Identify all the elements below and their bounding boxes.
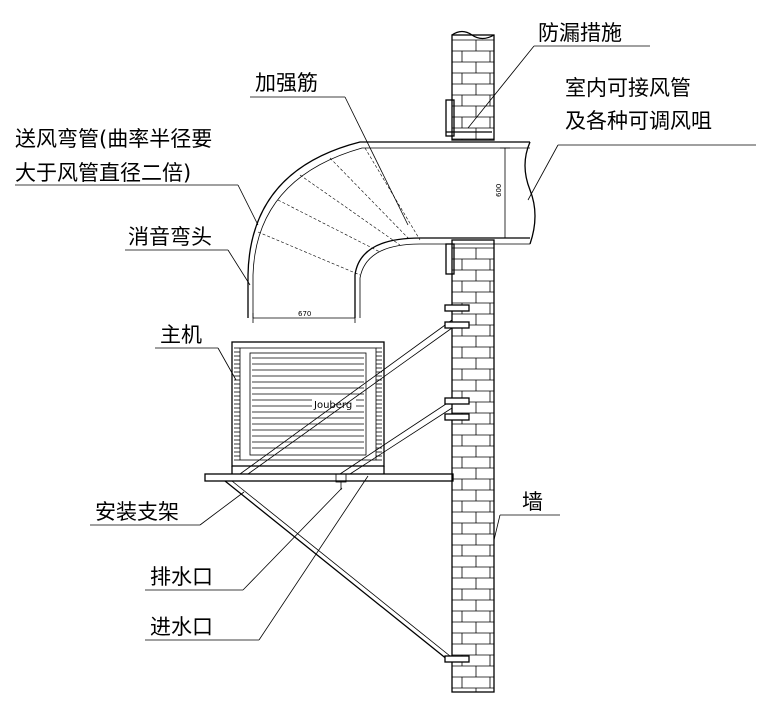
wall-anchor-bolt	[444, 655, 470, 663]
wall-anchor-bolt	[444, 304, 470, 312]
label-inlet: 进水口	[150, 615, 213, 639]
label-indoor-duct-line2: 及各种可调风咀	[565, 109, 712, 133]
label-rib: 加强筋	[255, 71, 318, 95]
duct-height-label: 600	[495, 184, 503, 197]
main-unit: Jouberg	[231, 341, 385, 474]
label-drain: 排水口	[150, 565, 213, 589]
leader-lines	[15, 45, 756, 641]
duct-height-dimension: 600	[495, 147, 510, 239]
label-silencer-elbow: 消音弯头	[128, 225, 212, 249]
label-indoor-duct-line1: 室内可接风管	[565, 76, 691, 100]
wall-anchor-bolt	[444, 413, 470, 421]
wall-anchor-bolt	[444, 397, 470, 405]
unit-brand-label: Jouberg	[313, 400, 352, 411]
label-wall: 墙	[522, 490, 543, 514]
label-elbow-line1: 送风弯管(曲率半径要	[15, 127, 212, 151]
duct-width-label: 670	[298, 310, 311, 318]
brick-wall	[451, 30, 495, 693]
label-elbow-line2: 大于风管直径二倍)	[15, 161, 191, 185]
duct-width-dimension: 670	[252, 310, 356, 323]
label-main-unit: 主机	[160, 323, 202, 347]
mounting-bracket	[204, 304, 470, 663]
label-bracket: 安装支架	[95, 500, 179, 524]
wall-anchor-bolt	[444, 321, 470, 329]
label-leak-prevention: 防漏措施	[538, 21, 622, 45]
supply-air-elbow	[247, 141, 536, 318]
leak-prevention-flashing	[445, 99, 492, 137]
